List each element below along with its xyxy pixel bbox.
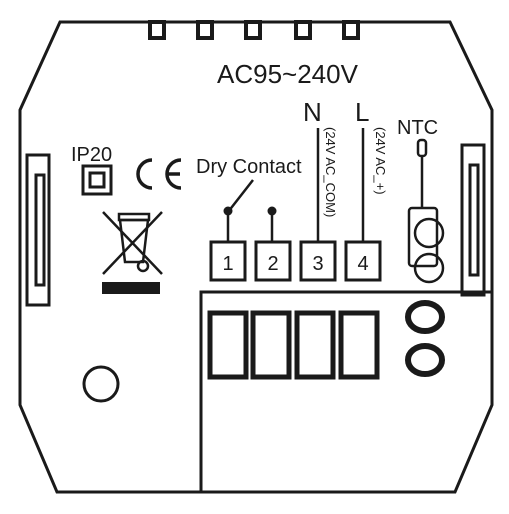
voltage-label: AC95~240V: [217, 59, 359, 89]
ntc-sensor: [407, 138, 445, 284]
ip20-square-icon: [81, 164, 113, 196]
live-voltage-label: (24V AC_+): [373, 127, 388, 195]
contact-dot-2: [267, 206, 277, 216]
ce-mark-icon: [136, 158, 182, 190]
weee-bar: [102, 282, 160, 294]
terminal-2-label: 2: [267, 253, 278, 275]
top-tabs: [148, 20, 360, 40]
left-clip: [25, 153, 51, 307]
right-clip: [460, 143, 486, 297]
terminal-1-label: 1: [222, 253, 233, 275]
neutral-voltage-label: (24V AC_COM): [323, 127, 338, 217]
ntc-label: NTC: [397, 117, 438, 139]
contact-dot-1: [223, 206, 233, 216]
terminal-block-lower: [199, 290, 492, 492]
dry-contact-label: Dry Contact: [196, 156, 302, 178]
terminal-boxes: [209, 240, 382, 282]
neutral-label: N: [303, 97, 322, 127]
live-label: L: [355, 97, 369, 127]
terminal-4-label: 4: [357, 253, 368, 275]
device-outline: [18, 20, 494, 494]
ip-rating-label: IP20: [71, 144, 112, 166]
weee-bin-icon: [102, 211, 163, 275]
dry-contact-switch: [226, 179, 274, 242]
terminal-3-label: 3: [312, 253, 323, 275]
mounting-hole: [82, 365, 120, 403]
